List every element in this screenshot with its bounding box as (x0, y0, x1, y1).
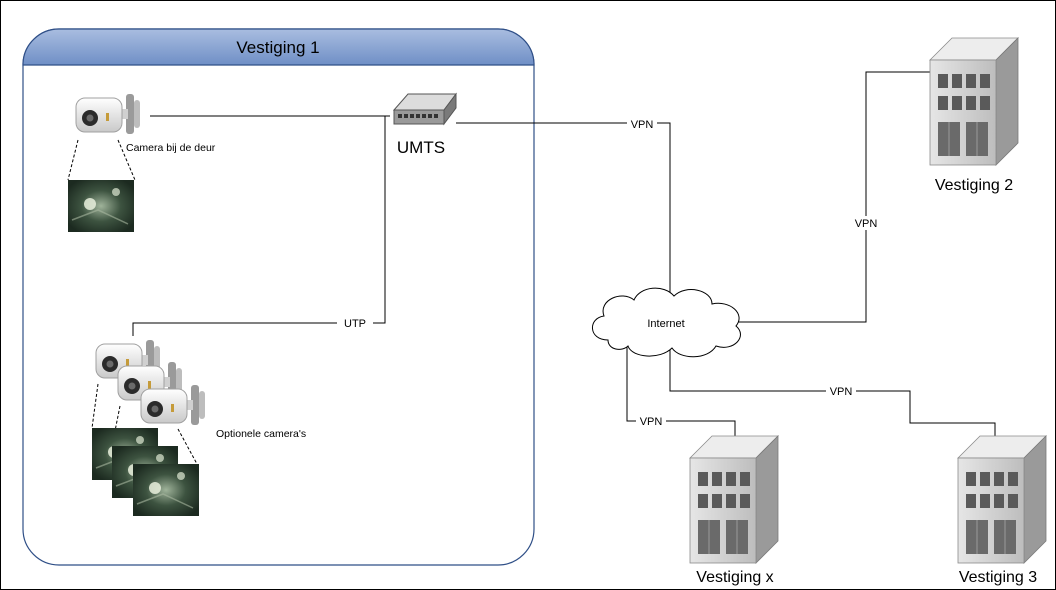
door-camera: Camera bij de deur (67, 93, 216, 233)
door-camera-icon (75, 93, 141, 135)
optional-camera-feed-3 (132, 463, 200, 517)
router-icon (392, 92, 457, 126)
internet-cloud: Internet (592, 287, 741, 358)
vpn-label-site-x: VPN (640, 416, 663, 428)
link-vpn-site-x (626, 345, 736, 440)
optional-camera-icon-3 (140, 384, 206, 426)
site-x: Vestiging x (689, 435, 779, 586)
site-x-label: Vestiging x (696, 569, 773, 586)
link-vpn-site3 (669, 345, 996, 440)
building-icon-site-x (689, 435, 779, 564)
door-camera-feed-image (67, 179, 135, 233)
umts-label: UMTS (397, 138, 445, 157)
optional-cameras-label: Optionele camera's (216, 428, 306, 440)
internet-label: Internet (647, 318, 684, 330)
vpn-label-site2: VPN (855, 218, 878, 230)
door-camera-label: Camera bij de deur (126, 142, 216, 154)
link-vpn-site2 (738, 71, 932, 323)
vpn-label-top: VPN (631, 119, 654, 131)
umts-router: UMTS (392, 92, 457, 157)
cloud-icon (592, 287, 741, 358)
connections (132, 71, 996, 440)
site-2: Vestiging 2 (929, 37, 1019, 194)
link-utp (132, 116, 386, 336)
link-vpn-top (456, 122, 671, 300)
building-icon-site2 (929, 37, 1019, 166)
building-icon-site3 (957, 435, 1047, 564)
site-3: Vestiging 3 (957, 435, 1047, 586)
utp-label: UTP (344, 318, 366, 330)
vpn-label-site3: VPN (830, 386, 853, 398)
site-1-title: Vestiging 1 (236, 38, 319, 57)
site-3-label: Vestiging 3 (959, 569, 1037, 586)
site-2-label: Vestiging 2 (935, 177, 1013, 194)
link-labels: UTP VPN VPN VPN VPN (337, 116, 882, 428)
optional-cameras: Optionele camera's (91, 339, 306, 517)
